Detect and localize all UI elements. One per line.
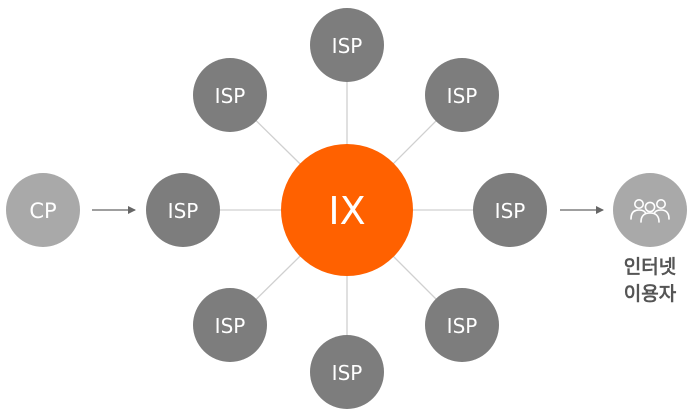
internet-users-caption-line2: 이용자 bbox=[624, 283, 677, 305]
isp-node-top: ISP bbox=[310, 8, 384, 82]
internet-users-node: 인터넷 이용자 bbox=[613, 173, 687, 305]
internet-users-caption-line1: 인터넷 bbox=[624, 256, 676, 278]
isp-node-right: ISP bbox=[473, 173, 547, 247]
isp-node-top-left: ISP bbox=[193, 58, 267, 132]
ix-hub-node: IX bbox=[281, 144, 413, 276]
isp-node-bottom-left: ISP bbox=[193, 288, 267, 362]
isp-node-left: ISP bbox=[146, 173, 220, 247]
isp-node-bottom-right: ISP bbox=[425, 288, 499, 362]
isp-label: ISP bbox=[447, 314, 478, 338]
isp-node-top-right: ISP bbox=[425, 58, 499, 132]
isp-label: ISP bbox=[332, 361, 363, 385]
people-group-icon bbox=[630, 199, 670, 223]
isp-label: ISP bbox=[332, 34, 363, 58]
isp-label: ISP bbox=[215, 84, 246, 108]
isp-label: ISP bbox=[495, 199, 526, 223]
cp-label: CP bbox=[29, 199, 56, 223]
isp-node-bottom: ISP bbox=[310, 335, 384, 409]
isp-label: ISP bbox=[447, 84, 478, 108]
cp-node: CP bbox=[6, 173, 80, 247]
isp-label: ISP bbox=[215, 314, 246, 338]
isp-label: ISP bbox=[168, 199, 199, 223]
ix-label: IX bbox=[328, 189, 365, 233]
